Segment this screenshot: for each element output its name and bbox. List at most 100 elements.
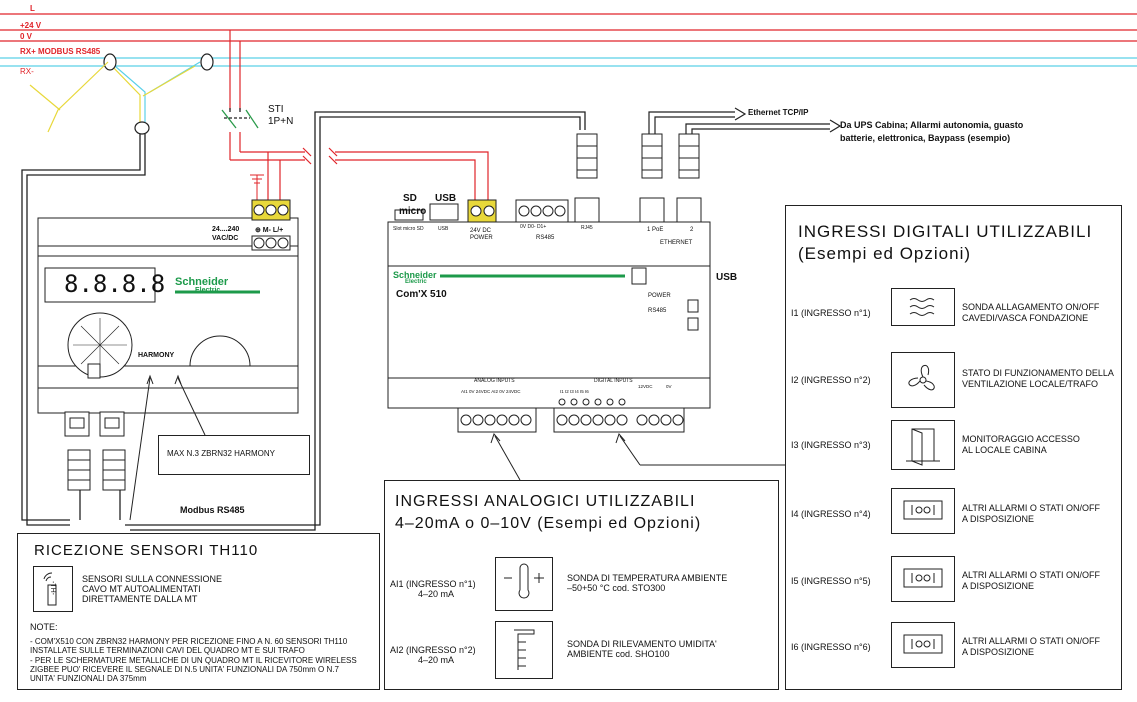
comx-device (387, 197, 711, 433)
digital-row-label: I6 (INGRESSO n°6) (791, 642, 871, 652)
comx-sd-label: SD (403, 193, 417, 204)
analog-row-range: 4–20 mA (418, 589, 455, 599)
sensor-icon: -TH- (33, 566, 73, 612)
ext-cables (648, 107, 842, 134)
digital-row-desc: SONDA ALLAGAMENTO ON/OFF (962, 302, 1100, 312)
notes-title: NOTE: (30, 622, 58, 632)
comx-bottom-screws (460, 398, 684, 426)
comx-led-power: POWER (648, 293, 671, 299)
analog-row-desc: SONDA DI RILEVAMENTO UMIDITA' (567, 639, 717, 649)
digital-row-label: I5 (INGRESSO n°5) (791, 576, 871, 586)
digital-row-desc: MONITORAGGIO ACCESSO (962, 434, 1080, 444)
bus-lines (0, 13, 1137, 67)
note-line: ZIGBEE PUO' RICEVERE IL SEGNALE DI N.5 U… (30, 665, 339, 674)
sensor-desc-1: SENSORI SULLA CONNESSIONE (82, 574, 223, 584)
comx-eth-lbl: ETHERNET (660, 240, 693, 246)
breaker-type: 1P+N (268, 116, 294, 127)
power-wiring (229, 30, 489, 205)
line-label-l: L (30, 4, 35, 13)
comx-rs485-lbl: RS485 (536, 235, 555, 241)
harmony-note-arrows (129, 374, 206, 521)
harmony-device (37, 199, 299, 437)
reception-box-title: RICEZIONE SENSORI TH110 (34, 542, 259, 559)
digital-row-label: I1 (INGRESSO n°1) (791, 308, 871, 318)
ups-label-2: batterie, elettronica, Baypass (esempio) (840, 133, 1011, 143)
digital-row-label: I4 (INGRESSO n°4) (791, 509, 871, 519)
comx-brand-sub: Electric (405, 279, 427, 285)
digital-row-desc-2: A DISPOSIZIONE (962, 514, 1035, 524)
analog-row-label: AI1 (INGRESSO n°1) (390, 579, 476, 589)
modbus-cable (21, 111, 586, 531)
digital-row-desc-2: A DISPOSIZIONE (962, 581, 1035, 591)
comx-digital-terms: I1 I2 I3 I4 I5 I6 (560, 389, 589, 394)
comx-micro-label: micro (399, 206, 427, 217)
analog-row-desc: SONDA DI TEMPERATURA AMBIENTE (567, 573, 728, 583)
comx-rs485-terms: 0V D0- D1+ (520, 224, 547, 230)
note-line: - PER LE SCHERMATURE METALLICHE DI UN QU… (30, 656, 357, 665)
sensor-desc-3: DIRETTAMENTE DALLA MT (82, 594, 198, 604)
ups-label-1: Da UPS Cabina; Allarmi autonomia, guasto (840, 120, 1024, 130)
digital-inputs-box: INGRESSI DIGITALI UTILIZZABILI (Esempi e… (785, 205, 1122, 690)
harmony-max-note: MAX N.3 ZBRN32 HARMONY (167, 449, 276, 458)
digital-row-label: I2 (INGRESSO n°2) (791, 375, 871, 385)
contact-icon (891, 488, 955, 534)
door-icon (891, 420, 955, 470)
harmony-brand-sub: Electric (195, 287, 221, 294)
comx-usb-small: USB (438, 226, 449, 232)
harmony-vtype: VAC/DC (212, 235, 239, 242)
note-line: UNITA' FUNZIONALI DA 375mm (30, 674, 147, 683)
digital-box-subtitle: (Esempi ed Opzioni) (798, 244, 972, 263)
rs485-taps (29, 53, 214, 135)
harmony-display: 8.8.8.8 (64, 270, 166, 298)
digital-row-desc: ALTRI ALLARMI O STATI ON/OFF (962, 570, 1101, 580)
comx-analog-title: ANALOG INPUTS (474, 378, 515, 384)
comx-digital-title: DIGITAL INPUTS (594, 378, 633, 384)
comx-led-rs485: RS485 (648, 308, 667, 314)
analog-row-desc-2: AMBIENTE cod. SHO100 (567, 649, 670, 659)
break-marks (302, 147, 338, 165)
comx-brand: Schneider (393, 270, 437, 280)
comx-slot: Slot micro SD (393, 226, 424, 232)
digital-row-desc: STATO DI FUNZIONAMENTO DELLA (962, 368, 1114, 378)
fan-icon (891, 352, 955, 408)
line-label-rxp: RX+ MODBUS RS485 (20, 47, 101, 56)
analog-box-title: INGRESSI ANALOGICI UTILIZZABILI (395, 493, 696, 510)
comx-rj45: RJ45 (581, 225, 593, 231)
breaker-symbol (221, 108, 259, 129)
digital-row-desc-2: CAVEDI/VASCA FONDAZIONE (962, 313, 1089, 323)
digital-row-desc: ALTRI ALLARMI O STATI ON/OFF (962, 503, 1101, 513)
digital-row-desc-2: AL LOCALE CABINA (962, 445, 1047, 455)
digital-row-desc: ALTRI ALLARMI O STATI ON/OFF (962, 636, 1101, 646)
water-icon (891, 288, 955, 326)
line-label-rxm: RX- (20, 67, 34, 76)
comx-power-lbl: 24V DC (470, 228, 492, 234)
modbus-label: Modbus RS485 (180, 505, 245, 515)
harmony-terminals: ⊕ M- L/+ (255, 227, 284, 234)
harmony-brand: Schneider (175, 276, 229, 288)
comx-digital-v2: 0V (666, 384, 672, 389)
digital-row-label: I3 (INGRESSO n°3) (791, 440, 871, 450)
analog-row-range: 4–20 mA (418, 655, 455, 665)
input-arrows (490, 433, 785, 481)
sensor-icon-text: -TH- (49, 581, 56, 595)
digital-row-desc-2: VENTILAZIONE LOCALE/TRAFO (962, 379, 1099, 389)
thermometer-icon (495, 557, 553, 611)
reception-box: RICEZIONE SENSORI TH110 -TH- SENSORI SUL… (17, 533, 380, 690)
line-label-24v: +24 V (20, 21, 42, 30)
analog-row-label: AI2 (INGRESSO n°2) (390, 645, 476, 655)
rj45-plugs-comx (576, 133, 700, 179)
comx-digital-v1: 12VDC (638, 384, 653, 389)
harmony-max-note-box: MAX N.3 ZBRN32 HARMONY (158, 435, 310, 475)
comx-usb-top: USB (435, 193, 457, 204)
analog-row-desc-2: –50+50 °C cod. STO300 (567, 583, 666, 593)
note-line: INSTALLATE SULLE TERMINAZIONI CAVI DEL Q… (30, 646, 305, 655)
analog-box-subtitle: 4–20mA o 0–10V (Esempi ed Opzioni) (395, 515, 702, 532)
humidity-icon (495, 621, 553, 679)
analog-inputs-box: INGRESSI ANALOGICI UTILIZZABILI 4–20mA o… (384, 480, 779, 690)
harmony-voltage: 24....240 (212, 226, 240, 233)
digital-box-title: INGRESSI DIGITALI UTILIZZABILI (798, 222, 1093, 241)
comx-eth1: 1 PoE (647, 227, 664, 233)
digital-row-desc-2: A DISPOSIZIONE (962, 647, 1035, 657)
ground-icon (250, 174, 264, 200)
